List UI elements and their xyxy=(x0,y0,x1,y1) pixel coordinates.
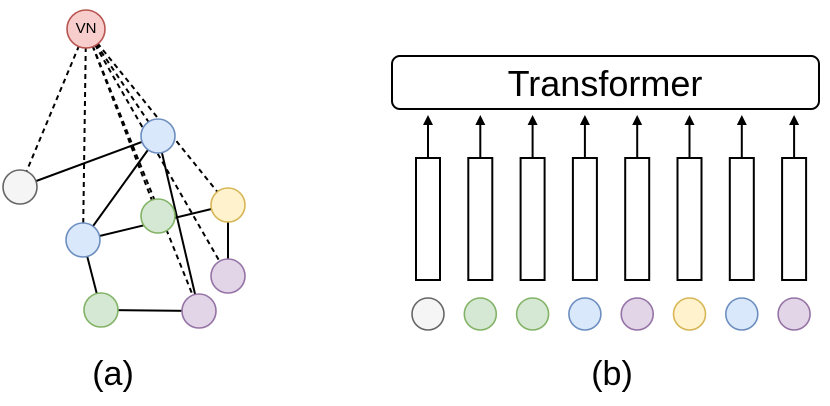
embedding-bar-5 xyxy=(624,157,651,281)
embedding-bar-6 xyxy=(676,157,703,281)
node-blue-top xyxy=(140,118,176,154)
node-purple-bottom xyxy=(181,293,217,329)
virtual-edge-blue-top xyxy=(85,28,159,137)
transformer-panel: Transformer (b) xyxy=(391,55,820,393)
graph-nodes xyxy=(2,9,246,329)
token-4 xyxy=(568,297,602,331)
token-1 xyxy=(411,297,445,331)
edge-blue-top-purple-bottom xyxy=(157,135,200,312)
virtual-edges xyxy=(19,28,229,312)
embedding-bar-8 xyxy=(781,157,808,281)
token-columns xyxy=(411,115,811,331)
virtual-edge-purple-right xyxy=(85,28,229,277)
token-5 xyxy=(620,297,655,331)
graph-edges xyxy=(19,135,229,312)
edge-gray-blue-top xyxy=(19,135,159,188)
node-green-bottom xyxy=(83,292,119,328)
token-2 xyxy=(463,297,498,331)
embedding-bar-4 xyxy=(571,157,598,281)
node-blue-left xyxy=(65,222,101,258)
virtual-edge-purple-bottom xyxy=(85,28,200,312)
token-7 xyxy=(724,297,759,331)
virtual-edge-yellow xyxy=(85,28,229,206)
caption-a: (a) xyxy=(92,355,134,393)
virtual-node-label: VN xyxy=(76,20,97,37)
virtual-edge-green-mid xyxy=(85,28,159,217)
token-8 xyxy=(777,297,811,331)
node-vn xyxy=(66,9,106,49)
token-6 xyxy=(672,297,707,331)
graph-panel: VN (a) xyxy=(2,9,246,393)
virtual-edge-blue-left xyxy=(82,28,87,241)
node-purple-right xyxy=(210,258,246,294)
embedding-bar-2 xyxy=(467,157,494,281)
virtual-edge-gray xyxy=(19,28,87,188)
transformer-label: Transformer xyxy=(508,63,703,104)
node-green-mid xyxy=(140,198,176,234)
embedding-bar-7 xyxy=(728,157,755,281)
node-yellow xyxy=(210,187,246,223)
transformer-box xyxy=(391,55,820,110)
caption-b: (b) xyxy=(591,355,633,393)
embedding-bar-3 xyxy=(519,157,546,281)
token-3 xyxy=(515,297,550,331)
edge-blue-top-blue-left xyxy=(82,135,159,241)
node-gray xyxy=(2,169,38,205)
embedding-bar-1 xyxy=(415,157,441,281)
